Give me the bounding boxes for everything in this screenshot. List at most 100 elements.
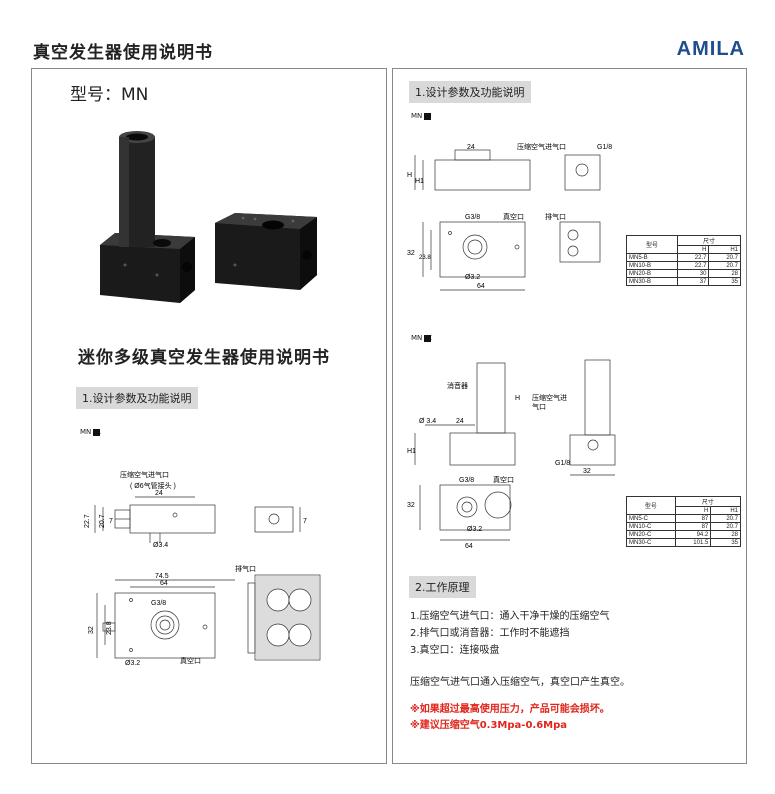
label-g18-b: G1/8 [597, 144, 612, 151]
dim-20-7: 20.7 [99, 514, 106, 528]
table-cell: 30 [676, 269, 710, 278]
square-icon [424, 113, 431, 120]
dim-64-c: 64 [465, 543, 473, 550]
label-inlet-c: 压缩空气进 [532, 393, 567, 402]
section-heading-design: 1.设计参数及功能说明 [76, 387, 198, 409]
table-cell: 87 [674, 514, 712, 523]
dim-74-5: 74.5 [155, 573, 169, 580]
table-cell: 101.5 [674, 538, 712, 547]
table-cell: 20.7 [708, 253, 741, 262]
table-cell: 28 [710, 530, 741, 539]
table-cell: MN10-B [626, 261, 678, 270]
table-b-head-size: 尺寸 [676, 235, 742, 246]
warning-recommend: ※建议压缩空气0.3Mpa-0.6Mpa [410, 720, 568, 731]
label-vacuum-c: 真空口 [493, 475, 514, 484]
dim-d3-2-b: Ø3.2 [465, 274, 480, 281]
principle-summary: 压缩空气进气口通入压缩空气，真空口产生真空。 [410, 677, 630, 688]
dim-32: 32 [88, 626, 95, 634]
product-title: 迷你多级真空发生器使用说明书 [78, 348, 330, 368]
dim-23-8-b: 23.8 [419, 255, 431, 261]
dim-g3-8-b: G3/8 [465, 214, 480, 221]
label-inlet-b: 压缩空气进气口 [517, 142, 566, 151]
drawing-mn-b: 24 压缩空气进气口 G1/8 H H1 G3/8 真空口 排气口 32 23.… [407, 142, 612, 291]
product-photo [100, 131, 317, 303]
table-cell: 22.7 [676, 261, 710, 270]
document-title: 真空发生器使用说明书 [33, 43, 213, 63]
drawing-mn-a: 压缩空气进气口 ( Ø6气管接头 ) 24 22.7 20.7 7 Ø3.4 7… [84, 470, 321, 667]
label-muffler: 消音器 [447, 381, 468, 390]
dim-24: 24 [155, 490, 163, 497]
table-cell: 94.2 [674, 530, 712, 539]
table-cell: 35 [708, 277, 741, 286]
table-c-col-h: H [674, 506, 712, 515]
principle-item: 2.排气口或消音器：工作时不能遮挡 [410, 628, 570, 639]
label-g18-c: G1/8 [555, 460, 570, 467]
table-cell: 37 [676, 277, 710, 286]
table-cell: MN30-B [626, 277, 678, 286]
principle-list: 1.压缩空气进气口：通入干净干燥的压缩空气 2.排气口或消音器：工作时不能遮挡 … [410, 608, 610, 659]
variant-c-label: MN -C [411, 334, 432, 342]
table-cell: MN5-C [626, 514, 676, 523]
dim-32-b: 32 [407, 250, 415, 257]
variant-a-label: MN -A [80, 428, 101, 436]
warning-pressure: ※如果超过最高使用压力，产品可能会损坏。 [410, 704, 610, 715]
label-inlet: 压缩空气进气口 [120, 470, 169, 479]
warnings: ※如果超过最高使用压力，产品可能会损坏。 ※建议压缩空气0.3Mpa-0.6Mp… [410, 702, 610, 734]
dim-g3-8-c: G3/8 [459, 477, 474, 484]
variant-a-text: MN -A [80, 428, 101, 436]
section-heading-principle: 2.工作原理 [409, 576, 476, 598]
table-b-col-h: H [676, 245, 710, 254]
variant-c-text: MN -C [411, 334, 432, 342]
table-cell: MN5-B [626, 253, 678, 262]
brand-logo: AMILA [676, 38, 745, 60]
principle-item: 3.真空口：连接吸盘 [410, 645, 500, 656]
dim-h-c: H [515, 395, 520, 402]
section-heading-design-right: 1.设计参数及功能说明 [409, 81, 531, 103]
dim-64: 64 [160, 580, 168, 587]
table-cell: 20.7 [710, 522, 741, 531]
model-label: 型号：MN [70, 85, 149, 105]
label-inlet-c-2: 气口 [532, 402, 546, 411]
table-cell: 87 [674, 522, 712, 531]
table-b-head-model: 型号 [626, 235, 678, 254]
table-cell: 20.7 [708, 261, 741, 270]
dim-h1-b: H1 [415, 178, 424, 185]
table-c-head-size: 尺寸 [674, 496, 742, 507]
square-icon [93, 429, 100, 436]
dim-d3-2: Ø3.2 [125, 660, 140, 667]
table-cell: 20.7 [710, 514, 741, 523]
dim-22-7: 22.7 [84, 514, 91, 528]
label-vacuum-b: 真空口 [503, 212, 524, 221]
dim-24-c: 24 [456, 418, 464, 425]
dim-7-side: 7 [303, 518, 307, 525]
dim-d3-4: Ø3.4 [153, 542, 168, 549]
table-cell: MN20-B [626, 269, 678, 278]
drawing-mn-c: 消音器 H 压缩空气进 气口 Ø 3.4 24 H1 G1/8 32 G3/8 … [407, 359, 616, 550]
square-icon [424, 335, 431, 342]
principle-item: 1.压缩空气进气口：通入干净干燥的压缩空气 [410, 611, 610, 622]
dim-7: 7 [109, 518, 113, 525]
right-panel [392, 68, 747, 764]
label-vacuum: 真空口 [180, 656, 201, 665]
dim-24-b: 24 [467, 144, 475, 151]
dim-h1-c: H1 [407, 448, 416, 455]
dim-32-c: 32 [583, 468, 591, 475]
table-cell: MN20-C [626, 530, 676, 539]
dim-d3-4-c: Ø 3.4 [419, 418, 436, 425]
dim-g3-8: G3/8 [151, 600, 166, 607]
table-cell: MN30-C [626, 538, 676, 547]
label-exhaust: 排气口 [235, 564, 256, 573]
dim-32-c2: 32 [407, 502, 415, 509]
table-cell: 28 [708, 269, 741, 278]
variant-b-text: MN -B [411, 112, 432, 120]
label-exhaust-b: 排气口 [545, 212, 566, 221]
